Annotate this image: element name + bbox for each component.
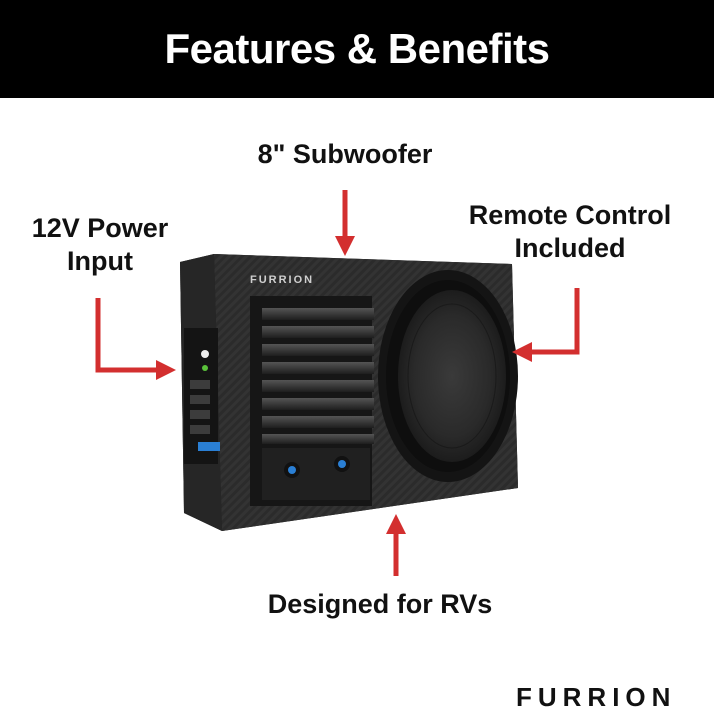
amplifier-heatsink [250,296,374,506]
callout-remote-line2: Included [514,233,626,263]
gain-knob [284,462,300,478]
header-bar: Features & Benefits [0,0,714,98]
callout-remote-control: Remote Control Included [440,199,700,265]
callout-remote-line1: Remote Control [468,200,672,230]
callout-subwoofer: 8" Subwoofer [257,139,433,169]
brand-plate: FURRION [250,274,314,286]
callout-power-line2: Input [67,246,133,276]
page-title: Features & Benefits [164,25,550,72]
callout-power-input: 12V Power Input [10,212,190,278]
arrow-left-icon [512,288,580,362]
subwoofer-driver [378,270,518,482]
callout-designed-for-rvs: Designed for RVs [267,589,493,619]
arrow-right-icon [95,298,176,380]
power-input-terminals [184,328,220,464]
arrow-up-icon [386,514,406,576]
arrow-down-icon [335,190,355,256]
crossover-knob [334,456,350,472]
brand-logo: FURRION [516,682,677,712]
callout-power-line1: 12V Power [31,213,169,243]
